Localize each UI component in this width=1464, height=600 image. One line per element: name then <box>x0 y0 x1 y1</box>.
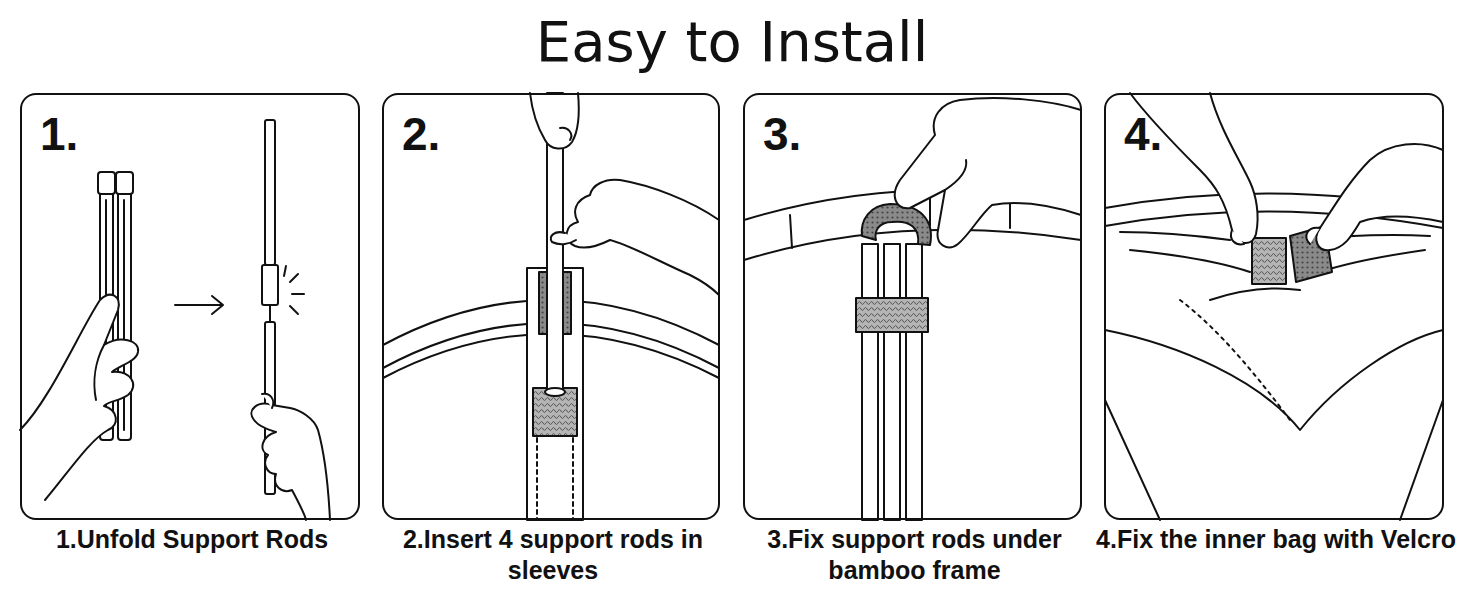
sleeve-part <box>533 388 577 436</box>
step-number: 3. <box>763 111 801 157</box>
hand <box>1130 93 1443 250</box>
arrow <box>175 296 223 314</box>
unfolded-rod-part <box>292 293 304 295</box>
support-rods-part <box>862 244 878 520</box>
step-panel: 4.4.Fix the inner bag with Velcro <box>1104 93 1444 520</box>
arrow-part <box>175 304 222 306</box>
support-rods <box>856 244 928 520</box>
inner-bag-part <box>1130 250 1250 272</box>
step-caption: 2.Insert 4 support rods in sleeves <box>364 524 742 586</box>
velcro-tabs-part <box>1252 238 1286 284</box>
hand-part <box>567 180 719 295</box>
support-rods-part <box>884 244 900 520</box>
support-rods-part <box>906 244 922 520</box>
folded-rods-part <box>116 172 133 194</box>
hand <box>530 93 719 295</box>
bag-rim-part <box>1105 400 1160 520</box>
unfolded-rod-part <box>290 306 298 314</box>
inner-bag-part <box>1180 300 1290 420</box>
unfolded-rod-part <box>269 305 271 322</box>
hand-part <box>1231 230 1244 244</box>
sleeve-part <box>572 430 574 520</box>
support-rods-part <box>856 298 928 332</box>
step-caption: 4.Fix the inner bag with Velcro <box>1086 524 1464 555</box>
step-panel: 1.1.Unfold Support Rods <box>20 93 360 520</box>
hand-part <box>20 295 138 500</box>
hand <box>251 394 330 520</box>
velcro-strap-part <box>862 204 931 245</box>
unfolded-rod-part <box>284 266 286 276</box>
inner-bag-part <box>1320 250 1425 272</box>
step-caption: 3.Fix support rods under bamboo frame <box>725 524 1104 586</box>
hand-part <box>1316 144 1443 250</box>
unfolded-rod-part <box>290 274 298 282</box>
step-panel: 2.2.Insert 4 support rods in sleeves <box>382 93 720 520</box>
unfolded-rod-part <box>265 120 275 265</box>
sleeve-part <box>536 430 538 520</box>
hand-part <box>945 160 966 190</box>
hand-part <box>94 345 104 400</box>
hand-part <box>551 232 576 244</box>
folded-rods-part <box>98 172 115 194</box>
hand <box>20 295 138 500</box>
hand-part <box>895 98 1081 247</box>
step-panel: 3.3.Fix support rods under bamboo frame <box>743 93 1082 520</box>
bag-rim-part <box>1400 400 1443 520</box>
hand-part <box>1306 228 1320 244</box>
unfolded-rod-part <box>262 265 278 305</box>
step-number: 4. <box>1124 111 1162 157</box>
bag-rim-part <box>1105 330 1443 430</box>
bag-rim <box>1105 193 1443 520</box>
velcro-strap <box>862 204 931 245</box>
hand-part <box>251 404 330 520</box>
hand-part <box>262 394 273 408</box>
hand <box>895 98 1081 247</box>
step-number: 1. <box>40 111 78 157</box>
arrow-part <box>212 296 223 314</box>
inner-bag-part <box>1210 288 1300 300</box>
title: Easy to Install <box>0 8 1464 76</box>
hand-part <box>560 128 571 140</box>
step-caption: 1.Unfold Support Rods <box>2 524 382 555</box>
step-number: 2. <box>402 111 440 157</box>
bag-rim-part <box>1120 232 1230 240</box>
bamboo-frame-part <box>790 215 792 248</box>
hand-part <box>530 93 579 149</box>
support-rod-part <box>545 388 565 396</box>
